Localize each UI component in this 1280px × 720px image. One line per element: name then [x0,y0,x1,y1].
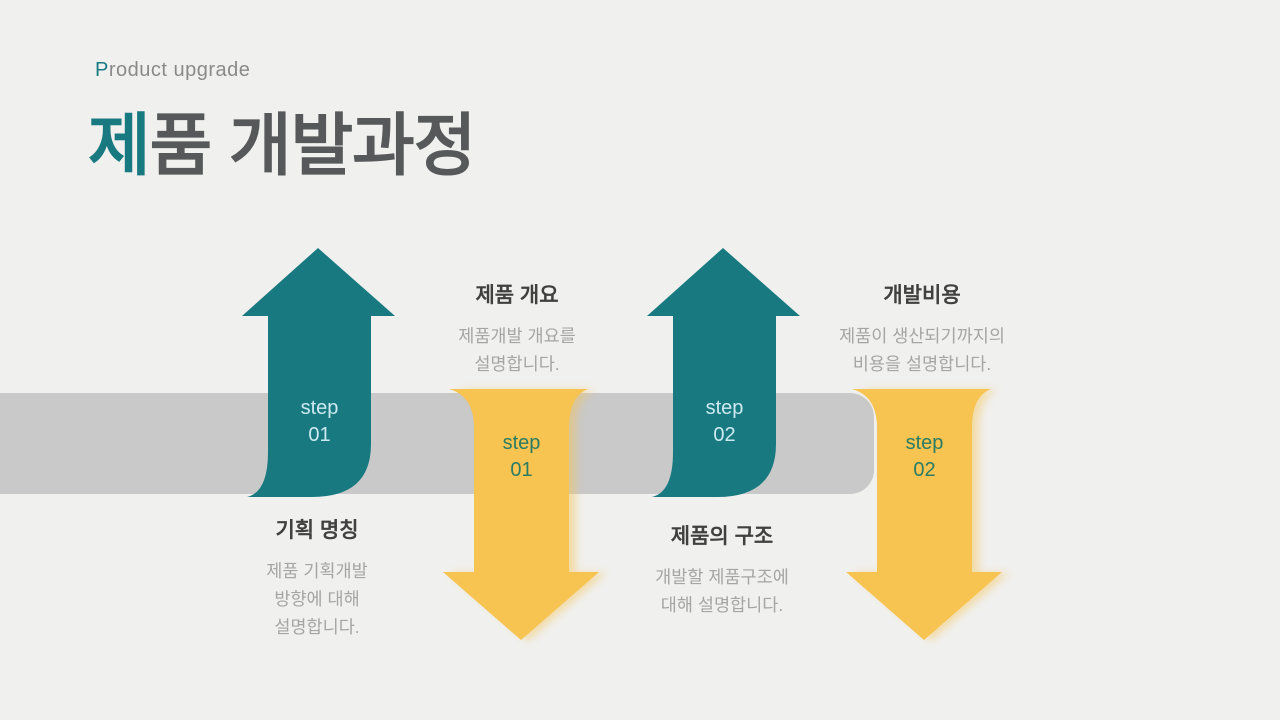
description-line: 대해 설명합니다. [660,595,784,615]
step-01-up-text-block: 기획 명칭 제품 기획개발 방향에 대해 설명합니다. [207,514,427,641]
description-line: 방향에 대해 [274,589,360,609]
step-02-up-arrow [647,248,800,497]
description-line: 제품 기획개발 [266,561,368,581]
description-line: 비용을 설명합니다. [852,354,992,374]
description-line: 설명합니다. [474,354,560,374]
step-word: step [300,397,339,419]
step-number: 02 [913,459,936,481]
step-02-up-text-block: 제품의 구조 개발할 제품구조에 대해 설명합니다. [612,520,832,619]
eyebrow-accent-letter: P [95,59,109,81]
title-text: 품 개발과정 [149,108,477,184]
step-01-down-arrow [443,389,599,640]
eyebrow-text: roduct upgrade [108,59,251,81]
eyebrow: Product upgrade [95,59,250,82]
step-number: 01 [510,459,533,481]
step-word: step [905,432,944,454]
step-02-up-label: step 02 [673,395,776,449]
step-01-up-label: step 01 [268,395,371,449]
step-02-down-arrow [846,389,1002,640]
block-heading: 제품 개요 [475,284,559,307]
step-word: step [502,432,541,454]
description-line: 설명합니다. [274,617,360,637]
step-02-down-text-block: 개발비용 제품이 생산되기까지의 비용을 설명합니다. [812,279,1032,378]
step-number: 02 [713,424,736,446]
step-word: step [705,397,744,419]
step-number: 01 [308,424,331,446]
description-line: 제품개발 개요를 [458,326,576,346]
step-01-down-text-block: 제품 개요 제품개발 개요를 설명합니다. [407,279,627,378]
block-description: 제품이 생산되기까지의 비용을 설명합니다. [812,322,1032,378]
page-title: 제품 개발과정 [88,90,477,189]
description-line: 제품이 생산되기까지의 [839,326,1005,346]
title-accent-char: 제 [88,108,151,184]
block-description: 제품 기획개발 방향에 대해 설명합니다. [207,557,427,641]
description-line: 개발할 제품구조에 [655,567,789,587]
block-heading: 개발비용 [883,284,961,307]
block-heading: 기획 명칭 [275,519,359,542]
step-01-up-arrow [242,248,395,497]
block-description: 제품개발 개요를 설명합니다. [407,322,627,378]
step-01-down-label: step 01 [474,430,569,484]
step-02-down-label: step 02 [877,430,972,484]
block-heading: 제품의 구조 [670,525,774,548]
block-description: 개발할 제품구조에 대해 설명합니다. [612,563,832,619]
